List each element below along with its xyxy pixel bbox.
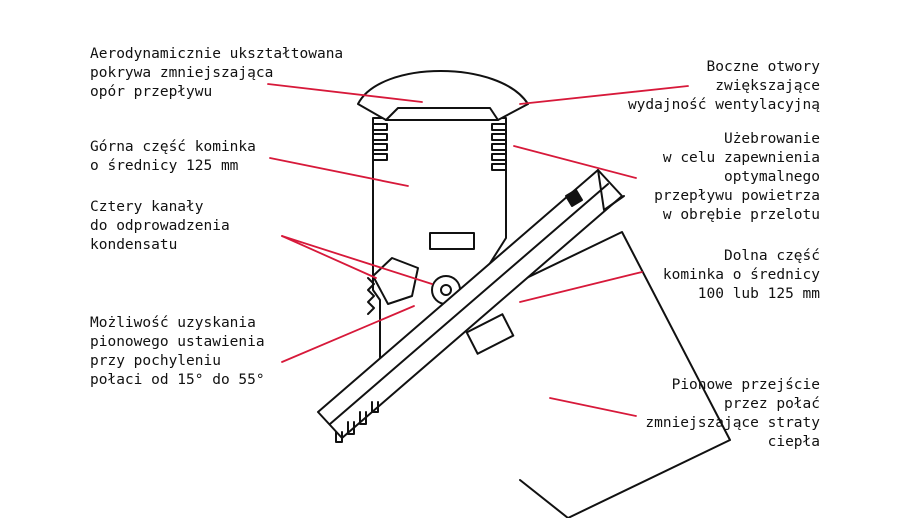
vent-cover-inner	[385, 107, 499, 121]
leader-ribbing	[513, 145, 637, 179]
leader-vertical	[281, 305, 415, 363]
leader-passage	[549, 397, 637, 417]
lower-pipe-body	[459, 231, 731, 518]
pivot-center	[440, 284, 452, 296]
leader-lines	[267, 83, 689, 417]
tilt-hinge-zigzag	[367, 277, 375, 315]
label-channels: Cztery kanały do odprowadzenia kondensat…	[90, 199, 230, 253]
right-ribbing	[491, 123, 507, 171]
leader-upper-part	[269, 157, 409, 187]
label-lower-part: Dolna część kominka o średnicy 100 lub 1…	[662, 248, 820, 302]
vent-cover-cap	[357, 70, 529, 121]
left-ribbing	[372, 123, 388, 161]
label-upper-part: Górna część kominka o średnicy 125 mm	[90, 139, 256, 174]
leader-lower-part	[519, 271, 643, 303]
label-cover: Aerodynamicznie ukształtowana pokrywa zm…	[90, 46, 344, 100]
upper-chimney-slot	[429, 232, 475, 250]
leader-channels-1	[281, 235, 433, 285]
pipe-label-plate	[465, 313, 515, 355]
roof-flashing-plate	[317, 169, 625, 443]
leader-cover	[267, 83, 423, 103]
leader-side-openings	[519, 85, 689, 105]
label-side-openings: Boczne otwory zwiększające wydajność wen…	[627, 59, 820, 113]
label-vertical-setting: Możliwość uzyskania pionowego ustawienia…	[90, 315, 265, 388]
label-ribbing: Użebrowanie w celu zapewnienia optymalne…	[654, 131, 820, 223]
leader-channels-2	[281, 235, 377, 279]
label-passage: Pionowe przejście przez połać zmniejszaj…	[645, 377, 820, 450]
